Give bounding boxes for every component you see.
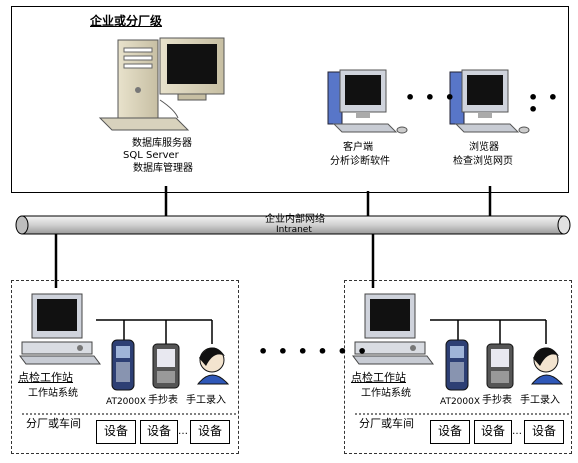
intranet-pipe [15, 215, 571, 235]
manual-entry-person-icon-left [196, 347, 230, 385]
station-label-right: 点检工作站 [351, 371, 406, 384]
enterprise-title: 企业或分厂级 [90, 14, 163, 28]
equipment-left-1: 设备 [96, 420, 136, 444]
at2000x-device-icon-left [111, 339, 135, 391]
browser-sub-label: 检查浏览网页 [453, 156, 513, 167]
client-ellipsis: • • • [405, 88, 457, 107]
manual-entry-label-right: 手工录入 [520, 395, 560, 406]
handheld-meter-icon-left [152, 343, 180, 389]
area-label-right: 分厂或车间 [359, 417, 414, 430]
station-icon-left [19, 293, 101, 365]
handheld-label-right: 手抄表 [482, 395, 512, 406]
db-manager-label: 数据库管理器 [133, 163, 193, 174]
device-bracket-right [430, 319, 547, 344]
equipment-right-2: 设备 [474, 420, 512, 444]
station-sub-label-left: 工作站系统 [28, 388, 78, 399]
client-label: 客户端 [343, 142, 373, 153]
intranet-label-cn: 企业内部网络 [265, 214, 325, 225]
handheld-label-left: 手抄表 [148, 395, 178, 406]
station-icon-right [352, 293, 434, 365]
equipment-right-3: 设备 [524, 420, 564, 444]
station-sub-label-right: 工作站系统 [361, 388, 411, 399]
browser-workstation-icon [449, 69, 530, 134]
connection-lines [54, 186, 492, 288]
client-sub-label: 分析诊断软件 [330, 156, 390, 167]
equipment-left-3: 设备 [190, 420, 230, 444]
equipment-ellipsis-left: … [178, 426, 188, 437]
database-server-icon [98, 37, 225, 131]
manual-entry-label-left: 手工录入 [186, 395, 226, 406]
handheld-meter-icon-right [486, 343, 514, 389]
equipment-left-2: 设备 [140, 420, 178, 444]
db-server-label: 数据库服务器 [132, 138, 192, 149]
browser-label: 浏览器 [469, 142, 499, 153]
station-label-left: 点检工作站 [18, 371, 73, 384]
area-label-left: 分厂或车间 [26, 417, 81, 430]
client-workstation-icon [327, 69, 408, 134]
intranet-label-en: Intranet [276, 225, 312, 235]
sql-server-label: SQL Server [123, 150, 179, 161]
branches-ellipsis: • • • • • • [258, 342, 370, 361]
manual-entry-person-icon-right [530, 347, 564, 385]
equipment-ellipsis-right: … [512, 426, 522, 437]
device-bracket-left [96, 319, 213, 344]
at2000x-label-left: AT2000X [106, 397, 147, 407]
at2000x-label-right: AT2000X [440, 397, 481, 407]
at2000x-device-icon-right [445, 339, 469, 391]
equipment-right-1: 设备 [430, 420, 470, 444]
browser-ellipsis: • • • [528, 88, 561, 119]
